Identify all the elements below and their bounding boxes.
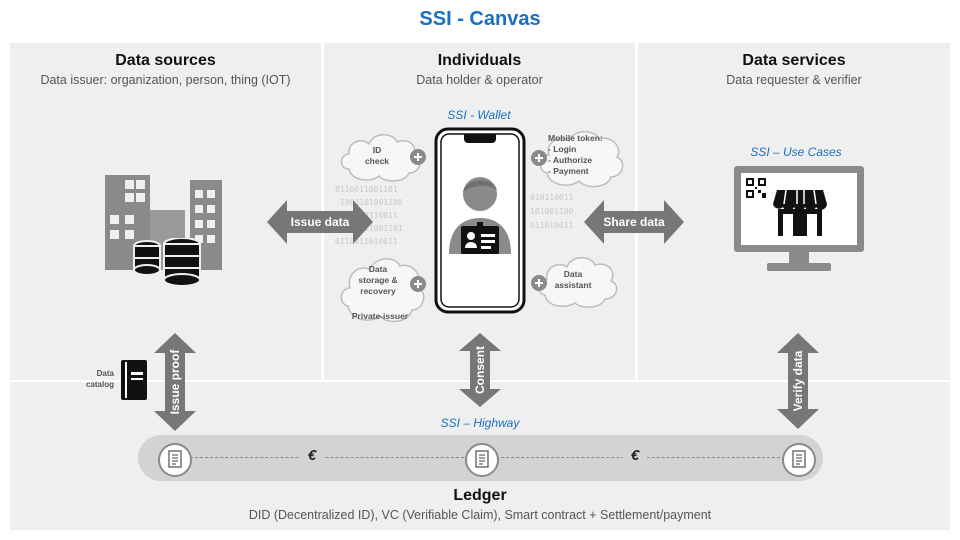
data-assistant-cloud — [537, 257, 618, 308]
mobile-token-line: Mobile token: — [548, 133, 603, 143]
plus-icon — [410, 276, 426, 292]
page-title: SSI - Canvas — [419, 8, 541, 30]
data-storage-line: Data — [368, 264, 388, 274]
issue-data-arrow — [267, 200, 373, 244]
consent-arrow — [459, 333, 501, 407]
user-id-icon — [449, 177, 511, 254]
verify-data-label: Verify data — [791, 350, 805, 412]
verify-data-arrow — [777, 333, 819, 429]
document-icon — [168, 450, 182, 468]
qr-code-icon — [746, 178, 766, 198]
svg-text:011010011: 011010011 — [530, 221, 574, 230]
mobile-token-cloud — [539, 131, 624, 188]
id-check-line: check — [364, 156, 390, 166]
svg-text:101001100: 101001100 — [530, 207, 574, 216]
share-data-label: Share data — [603, 215, 665, 229]
id-check-line: ID — [372, 145, 382, 155]
issue-proof-label: Issue proof — [168, 349, 182, 415]
use-cases-label: SSI – Use Cases — [750, 145, 842, 159]
plus-icon — [531, 275, 547, 291]
svg-text:1001011001101: 1001011001101 — [340, 224, 403, 233]
wallet-label: SSI - Wallet — [447, 108, 511, 122]
data-services-subtitle: Data requester & verifier — [726, 73, 862, 87]
id-check-text: ID check — [352, 145, 402, 167]
euro-symbol: € — [623, 447, 647, 464]
storefront-icon — [773, 189, 827, 236]
data-storage-cloud — [340, 258, 425, 323]
data-services-title: Data services — [742, 52, 846, 69]
data-assistant-line: Data — [563, 269, 583, 279]
data-assistant-text: Data assistant — [548, 269, 598, 291]
ledger-subtitle: DID (Decentralized ID), VC (Verifiable C… — [248, 508, 712, 522]
id-check-cloud — [340, 134, 421, 182]
svg-text:0110011010011: 0110011010011 — [335, 237, 398, 246]
data-sources-subtitle: Data issuer: organization, person, thing… — [40, 73, 291, 87]
plus-icon — [531, 150, 547, 166]
data-storage-text: Data storage & recovery — [348, 264, 408, 297]
issue-data-label: Issue data — [290, 215, 350, 229]
individuals-title: Individuals — [437, 52, 522, 69]
plus-icon — [410, 149, 426, 165]
individuals-subtitle: Data holder & operator — [416, 73, 543, 87]
mobile-token-text: Mobile token: - Login - Authorize - Paym… — [548, 133, 614, 177]
issue-proof-arrow — [154, 333, 196, 431]
data-catalog-line: catalog — [85, 380, 114, 389]
data-sources-title: Data sources — [115, 52, 216, 69]
data-catalog-label: Data catalog — [68, 368, 114, 390]
book-icon — [121, 360, 147, 400]
data-catalog-line: Data — [96, 369, 114, 378]
data-storage-line: recovery — [360, 286, 396, 296]
data-assistant-line: assistant — [554, 280, 592, 290]
svg-text:0110011001101: 0110011001101 — [335, 185, 398, 194]
document-icon — [475, 450, 489, 468]
mobile-token-line: - Login — [548, 144, 577, 154]
euro-symbol: € — [300, 447, 324, 464]
ledger-node — [465, 443, 499, 477]
share-data-arrow — [584, 200, 684, 244]
highway-label: SSI – Highway — [440, 416, 520, 430]
svg-text:010110011: 010110011 — [530, 193, 574, 202]
document-icon — [792, 450, 806, 468]
ledger-title: Ledger — [453, 487, 507, 504]
database-icon — [133, 238, 201, 287]
svg-text:1001101001100: 1001101001100 — [340, 198, 403, 207]
data-storage-line: storage & — [358, 275, 398, 285]
mobile-token-line: - Payment — [548, 166, 589, 176]
mobile-token-line: - Authorize — [548, 155, 593, 165]
private-issuer-label: Private-issuer — [351, 311, 409, 321]
consent-label: Consent — [473, 346, 487, 394]
